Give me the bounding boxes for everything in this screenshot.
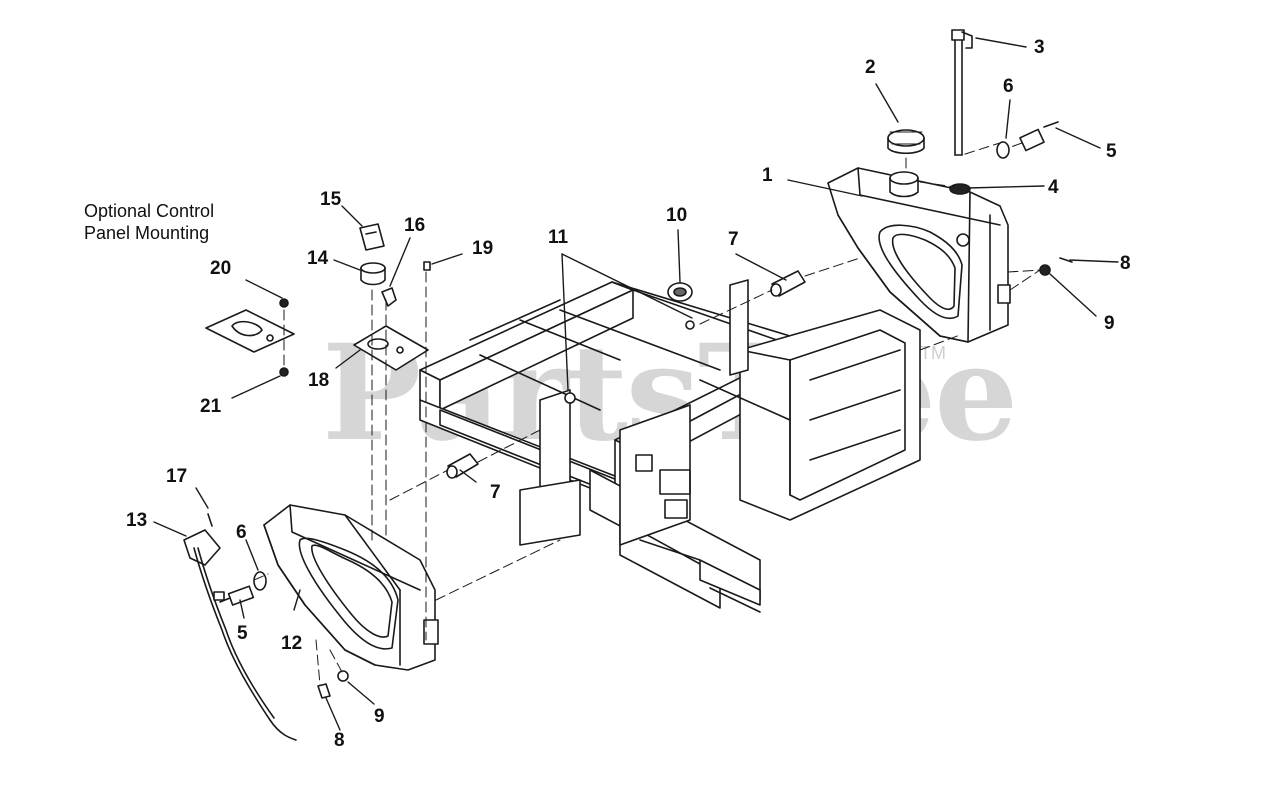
callout-5-left: 5 [237, 623, 248, 644]
callout-19: 19 [472, 238, 494, 259]
callout-2: 2 [865, 57, 876, 78]
callout-8-left: 8 [334, 730, 345, 751]
nut-9-right [1039, 264, 1051, 276]
note-line-2: Panel Mounting [84, 223, 210, 243]
callout-4: 4 [1048, 177, 1059, 198]
spacer-left [446, 453, 479, 479]
spacer-right [770, 270, 806, 297]
assembly-lines [253, 141, 1041, 686]
callout-13: 13 [126, 510, 148, 531]
nut-9-left [337, 670, 349, 682]
callout-16: 16 [404, 215, 426, 236]
vent-tube [951, 29, 973, 156]
callout-15: 15 [320, 189, 342, 210]
callout-3: 3 [1034, 37, 1045, 58]
optional-panel-note: Optional Control Panel Mounting [84, 200, 214, 244]
bolt-right [1019, 121, 1059, 152]
grommet [667, 282, 693, 302]
optional-panel-plate [205, 298, 295, 377]
bolt-left [219, 585, 255, 606]
left-fender [263, 504, 439, 671]
callout-17: 17 [166, 466, 188, 487]
washer-right [996, 141, 1010, 159]
callout-6-left: 6 [236, 522, 247, 543]
control-cable [183, 513, 297, 741]
bolt-8-right [1059, 257, 1073, 263]
callout-14: 14 [307, 248, 329, 269]
bracket-15 [359, 223, 385, 251]
callout-8-right: 8 [1120, 253, 1131, 274]
callout-7-right: 7 [728, 229, 739, 250]
mount-plate [353, 325, 429, 371]
callout-21: 21 [200, 396, 222, 417]
callout-5-right: 5 [1106, 141, 1117, 162]
callout-11: 11 [548, 227, 569, 248]
knob [360, 262, 386, 286]
callout-9-right: 9 [1104, 313, 1115, 334]
fuel-cap [887, 129, 925, 155]
bolt-8-left [317, 683, 331, 699]
clip-16 [381, 287, 397, 307]
callout-7-left: 7 [490, 482, 501, 503]
leader-lines [153, 37, 1119, 731]
right-fender [827, 167, 1011, 343]
callout-20: 20 [210, 258, 232, 279]
note-line-1: Optional Control [84, 201, 215, 221]
callout-6-right: 6 [1003, 76, 1014, 97]
callout-9-left: 9 [374, 706, 385, 727]
callout-10: 10 [666, 205, 688, 226]
screw-19 [423, 261, 431, 271]
callout-12: 12 [281, 633, 303, 654]
callout-1: 1 [762, 165, 773, 186]
washer-left [253, 571, 267, 591]
chassis-frame [419, 279, 921, 613]
callout-18: 18 [308, 370, 330, 391]
